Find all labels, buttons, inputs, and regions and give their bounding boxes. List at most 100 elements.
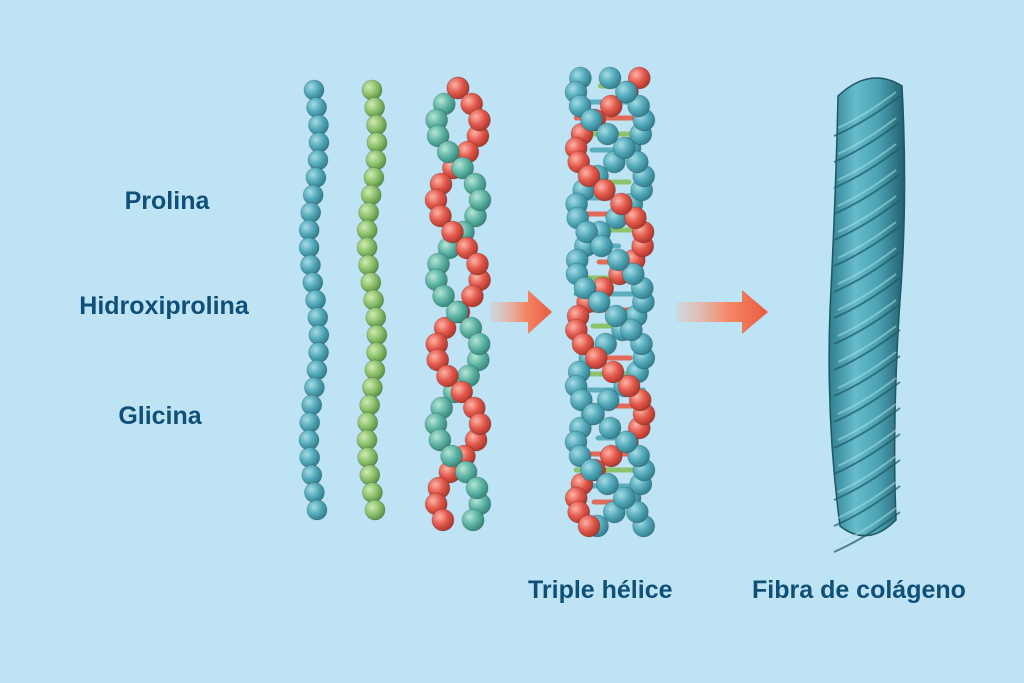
- helix-bead: [587, 290, 611, 314]
- fiber-highlight-line: [837, 169, 897, 207]
- fiber-highlight-line: [837, 143, 897, 181]
- mint-bead: [465, 476, 489, 500]
- helix-bead: [598, 416, 622, 440]
- helix-bead: [590, 234, 613, 258]
- fiber-twist-line: [833, 251, 901, 293]
- prolina-bead: [299, 447, 321, 468]
- prolina-bead: [305, 289, 327, 311]
- helix-bead: [625, 500, 649, 524]
- fiber-highlight-line: [837, 325, 897, 363]
- helix-bead: [612, 136, 636, 160]
- helix-bead: [573, 276, 597, 300]
- prolina-bead: [303, 482, 325, 503]
- helix-bead: [625, 150, 649, 174]
- hidroxiprolina-bead: [356, 237, 378, 258]
- fiber-twist-line: [833, 303, 901, 345]
- red-bead: [468, 412, 492, 436]
- prolina-bead: [302, 272, 324, 293]
- red-bead: [441, 220, 464, 244]
- prolina-bead: [298, 429, 320, 451]
- fiber-highlight-line: [837, 429, 897, 467]
- fiber-twist-line: [833, 355, 901, 397]
- hidroxiprolina-bead: [360, 272, 382, 293]
- fiber-highlight-line: [837, 247, 897, 285]
- prolina-bead: [306, 359, 328, 381]
- red-bead: [429, 204, 452, 228]
- fiber-highlight-line: [837, 377, 897, 415]
- prolina-bead: [307, 307, 329, 328]
- red-bead: [467, 108, 491, 132]
- helix-bead: [580, 458, 603, 482]
- mint-bead: [445, 300, 469, 324]
- hidroxiprolina-bead: [357, 447, 379, 468]
- fiber-twist-line: [833, 459, 901, 501]
- label-hidroxiprolina: Hidroxiprolina: [79, 292, 249, 320]
- prolina-bead: [302, 184, 324, 206]
- prolina-bead: [298, 219, 320, 241]
- mint-bead: [436, 140, 460, 164]
- prolina-bead: [301, 394, 323, 416]
- hidroxiprolina-bead: [364, 359, 386, 381]
- helix-bead: [627, 66, 651, 90]
- red-bead: [466, 252, 489, 276]
- triple-helix: [564, 66, 656, 538]
- mint-bead: [467, 332, 491, 356]
- fiber-twist-line: [833, 277, 901, 319]
- hidroxiprolina-bead: [364, 499, 386, 521]
- label-triple-helice: Triple hélice: [528, 576, 673, 604]
- fiber-twist-line: [833, 381, 901, 423]
- hidroxiprolina-bead: [365, 307, 387, 328]
- fiber-highlight-line: [837, 507, 897, 545]
- prolina-bead: [306, 97, 328, 118]
- prolina-bead: [299, 412, 321, 433]
- prolina-bead: [298, 237, 320, 258]
- helix-bead: [571, 332, 595, 356]
- mint-bead: [468, 188, 492, 212]
- fiber-highlight-line: [837, 299, 897, 337]
- helix-bead: [582, 402, 605, 426]
- fiber-highlight-line: [837, 195, 897, 233]
- glicina-twisted-chains: [424, 76, 492, 532]
- hidroxiprolina-bead: [361, 79, 383, 101]
- fiber-twist-line: [833, 147, 901, 189]
- prolina-bead: [307, 149, 329, 171]
- fiber-highlight-line: [837, 273, 897, 311]
- red-bead: [431, 508, 455, 532]
- fiber-highlight-line: [837, 221, 897, 259]
- helix-bead: [577, 164, 601, 188]
- prolina-bead: [301, 464, 323, 486]
- helix-bead: [596, 122, 619, 146]
- helix-bead: [598, 66, 622, 90]
- fiber-highlight-line: [837, 91, 897, 129]
- fiber-highlight-line: [837, 481, 897, 519]
- fiber-body: [828, 77, 906, 537]
- hidroxiprolina-bead: [365, 149, 387, 171]
- hidroxiprolina-bead: [358, 202, 380, 223]
- fiber-twist-line: [833, 511, 901, 553]
- helix-bead: [604, 304, 628, 328]
- helix-bead: [610, 192, 633, 216]
- fiber-twist-line: [833, 433, 901, 475]
- mint-bead: [432, 284, 456, 308]
- helix-bead: [575, 220, 599, 244]
- helix-bead: [615, 430, 638, 454]
- hidroxiprolina-bead: [364, 97, 386, 118]
- helix-bead: [593, 178, 616, 202]
- prolina-bead: [306, 499, 328, 521]
- mint-bead: [461, 508, 485, 532]
- red-bead: [446, 76, 470, 100]
- hidroxiprolina-bead: [366, 114, 387, 136]
- helix-bead: [620, 318, 643, 342]
- arrow-2: [676, 290, 768, 334]
- hidroxiprolina-bead: [361, 482, 383, 503]
- hidroxiprolina-bead: [366, 324, 388, 346]
- fiber-twist-line: [833, 485, 901, 527]
- fiber-twist-line: [833, 121, 901, 163]
- collagen-fiber: [828, 77, 906, 553]
- hidroxiprolina-bead: [359, 394, 381, 416]
- fiber-highlight-line: [837, 455, 897, 493]
- prolina-bead: [308, 114, 329, 136]
- red-bead: [460, 284, 484, 308]
- fiber-twist-line: [833, 329, 901, 371]
